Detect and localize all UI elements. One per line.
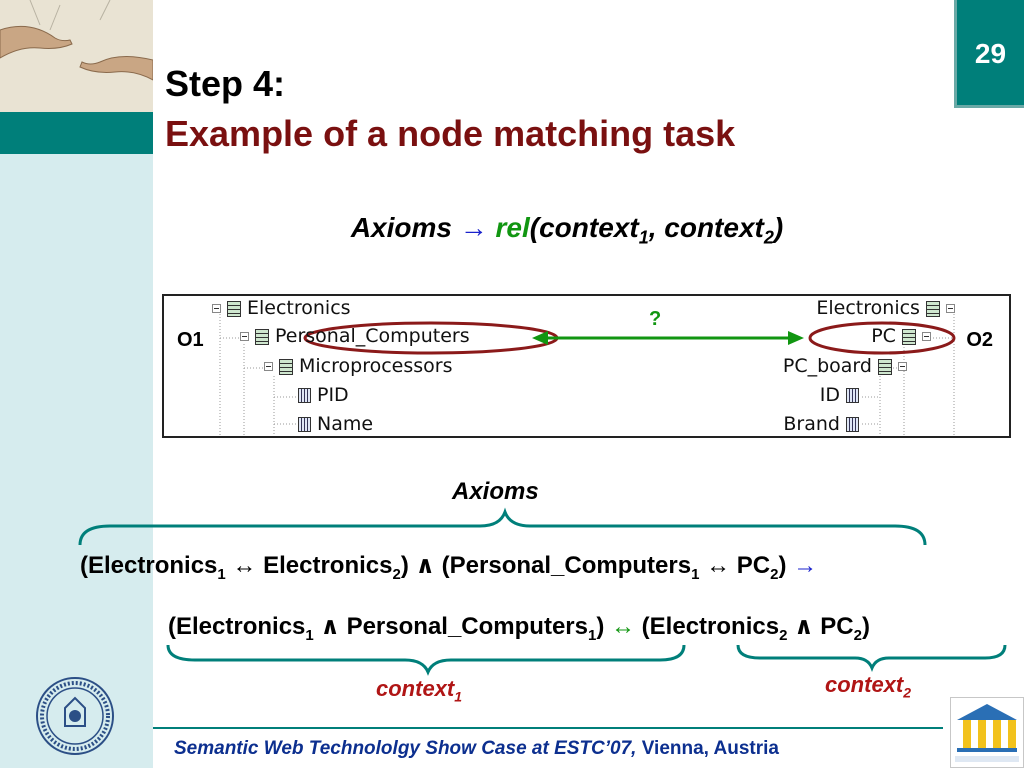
collapse-icon[interactable] (946, 304, 955, 313)
collapse-icon[interactable] (212, 304, 221, 313)
collapse-icon[interactable] (240, 332, 249, 341)
folder-node-icon (255, 328, 269, 345)
ontology-2-label: O2 (966, 329, 993, 351)
formula-open: ( (529, 212, 540, 243)
tree-lines (219, 314, 956, 436)
tree-right-pc[interactable]: PC (871, 325, 937, 347)
implies-arrow: → (793, 552, 818, 579)
tree-right-brand[interactable]: Brand (783, 413, 865, 435)
formula-comma: , (648, 212, 665, 243)
tree-right-id[interactable]: ID (820, 384, 865, 406)
tree-right-pc-board[interactable]: PC_board (783, 355, 913, 377)
formula-close: ) (773, 212, 784, 243)
formula-sub-2: 2 (763, 227, 774, 248)
tree-left-pid[interactable]: PID (298, 384, 349, 406)
ontology-tree-panel: Electronics Personal_Computers Microproc… (162, 294, 1011, 438)
collapse-icon[interactable] (922, 332, 931, 341)
folder-node-icon (902, 328, 916, 345)
slide-title-main: Example of a node matching task (165, 113, 736, 154)
tree-left-name[interactable]: Name (298, 413, 373, 435)
footer-divider (153, 727, 943, 729)
tree-left-personal-computers[interactable]: Personal_Computers (240, 325, 470, 347)
axioms-brace (78, 507, 927, 546)
context2-label: context2 (825, 672, 912, 701)
tree-left-microprocessors[interactable]: Microprocessors (264, 355, 452, 377)
equivalence-arrow: ↔ (611, 613, 635, 640)
attribute-icon (298, 388, 311, 403)
right-highlight-ellipse (808, 321, 956, 355)
folder-node-icon (926, 300, 940, 317)
folder-node-icon (878, 358, 892, 375)
page-number: 29 (974, 38, 1007, 69)
attribute-icon (846, 417, 859, 432)
axioms-formula-line: (Electronics1 ↔ Electronics2) ∧ (Persona… (80, 552, 818, 583)
ontology-1-label: O1 (177, 329, 204, 351)
axioms-formula: Axioms → rel(context1, context2) (0, 212, 1024, 249)
formula-context-2: context (664, 212, 764, 243)
tree-right-electronics[interactable]: Electronics (816, 297, 961, 319)
collapse-icon[interactable] (898, 362, 907, 371)
knowledgeweb-logo (950, 697, 1024, 768)
context1-label: context1 (376, 676, 463, 705)
university-seal-icon (36, 677, 114, 755)
attribute-icon (298, 417, 311, 432)
collapse-icon[interactable] (264, 362, 273, 371)
context1-brace (166, 644, 686, 676)
formula-sub-1: 1 (638, 227, 649, 248)
knowledgeweb-logo-icon (955, 704, 1019, 762)
slide-title-step: Step 4: (165, 63, 286, 104)
formula-arrow: → (459, 212, 488, 243)
footer-text: Semantic Web Technololgy Show Case at ES… (174, 738, 779, 759)
match-question-mark: ? (649, 308, 662, 330)
tree-left-electronics[interactable]: Electronics (212, 297, 351, 319)
folder-node-icon (227, 300, 241, 317)
folder-node-icon (279, 358, 293, 375)
formula-axioms: Axioms (350, 212, 452, 243)
creation-hands-image (0, 0, 153, 112)
hands-illustration-icon (0, 0, 153, 112)
formula-context-1: context (539, 212, 639, 243)
left-teal-bar (0, 112, 153, 154)
page-number-box: 29 (954, 0, 1024, 108)
formula-rel: rel (495, 212, 530, 243)
context-formula-line: (Electronics1 ∧ Personal_Computers1) ↔ (… (168, 613, 870, 644)
attribute-icon (846, 388, 859, 403)
context2-brace (736, 644, 1007, 673)
axioms-label: Axioms (452, 478, 539, 505)
